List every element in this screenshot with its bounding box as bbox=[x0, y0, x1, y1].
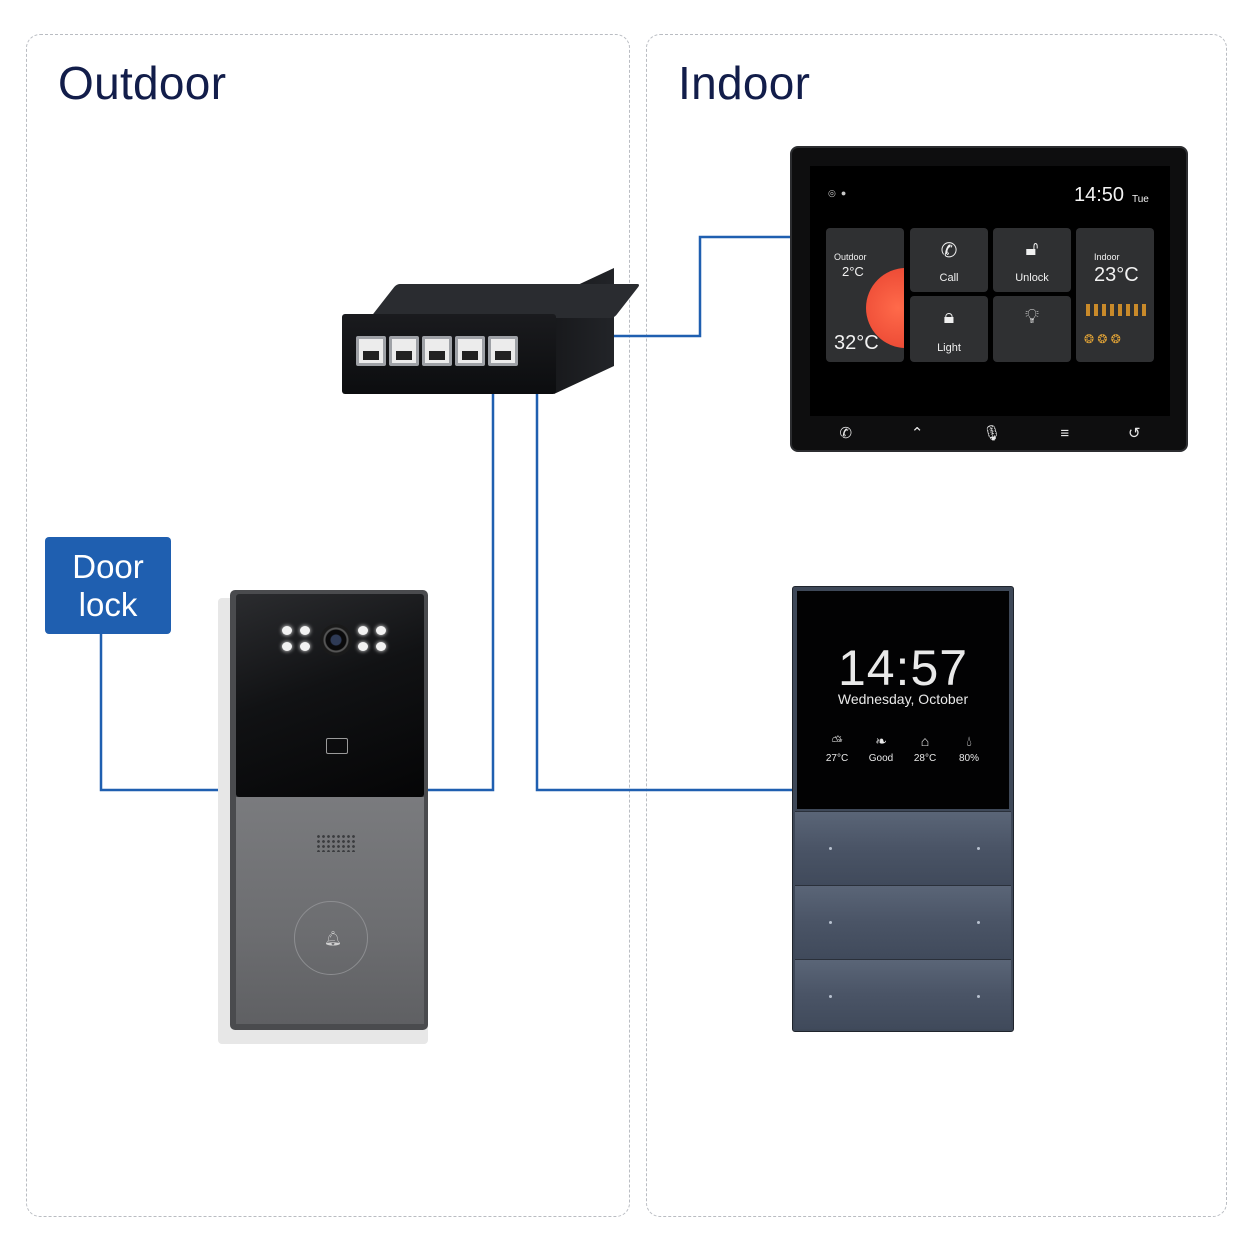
light-label: Light bbox=[937, 342, 961, 354]
unlock-tile[interactable]: 🔓︎ Unlock bbox=[993, 228, 1071, 292]
smart-panel: 14:57 Wednesday, October ⛅︎ 27°C ❧ Good … bbox=[792, 586, 1014, 1032]
bulb-tile[interactable]: 💡︎ bbox=[993, 296, 1071, 362]
back-icon[interactable]: ↺ bbox=[1127, 425, 1141, 442]
call-tile[interactable]: ✆ Call bbox=[910, 228, 988, 292]
double-chevron-up-icon[interactable]: ⌃ bbox=[910, 425, 924, 442]
home-icon: ⌂ bbox=[920, 733, 930, 749]
led-light bbox=[358, 642, 368, 651]
panel-date: Wednesday, October bbox=[837, 691, 969, 707]
led-light bbox=[282, 642, 292, 651]
key-dot bbox=[829, 921, 832, 924]
indoor-label: Indoor bbox=[1094, 252, 1120, 262]
panel-key-1[interactable] bbox=[795, 811, 1011, 885]
panel-key-2[interactable] bbox=[795, 885, 1011, 959]
door-station: 🔔︎ bbox=[230, 590, 428, 1030]
poe-switch bbox=[340, 268, 641, 396]
ethernet-port bbox=[488, 336, 518, 366]
led-light bbox=[300, 626, 310, 635]
key-dot bbox=[829, 847, 832, 850]
switch-front bbox=[342, 314, 556, 394]
wire-switch-to-door-station bbox=[428, 390, 495, 792]
outdoor-title: Outdoor bbox=[58, 57, 227, 109]
switch-top bbox=[370, 284, 641, 318]
panel-stat-home: ⌂ 28°C bbox=[905, 731, 945, 764]
indoor-title: Indoor bbox=[678, 57, 811, 109]
weather-tile[interactable]: Outdoor 2°C 32°C bbox=[826, 228, 904, 362]
ethernet-port bbox=[422, 336, 452, 366]
camera-lens bbox=[320, 624, 352, 656]
monitor-nav-bar: ✆ ⌃ 🎙︎ ≡ ↺ bbox=[810, 418, 1170, 448]
panel-stats: ⛅︎ 27°C ❧ Good ⌂ 28°C 💧︎ 80% bbox=[817, 731, 989, 764]
indoor-temp: 23°C bbox=[1094, 264, 1139, 286]
outdoor-zone bbox=[26, 34, 630, 1217]
wire-door-lock-to-station bbox=[99, 634, 230, 792]
lock-icon: 🔒︎ bbox=[943, 306, 955, 328]
humidity-icon: 💧︎ bbox=[966, 733, 972, 749]
leaf-icon: ❧ bbox=[875, 733, 887, 749]
key-dot bbox=[829, 995, 832, 998]
ethernet-port bbox=[389, 336, 419, 366]
key-dot bbox=[977, 995, 980, 998]
door-station-glass bbox=[236, 594, 424, 797]
indoor-monitor: ◎ ● 14:50 Tue Outdoor 2°C 32°C ✆ Call 🔓︎… bbox=[790, 146, 1188, 452]
indoor-tile[interactable]: Indoor 23°C ❂ ❂ ❂ bbox=[1076, 228, 1154, 362]
doorbell-button[interactable]: 🔔︎ bbox=[294, 901, 368, 975]
key-dot bbox=[977, 847, 980, 850]
key-dot bbox=[977, 921, 980, 924]
indoor-zone bbox=[646, 34, 1227, 1217]
led-light bbox=[358, 626, 368, 635]
panel-stat-air: ❧ Good bbox=[861, 731, 901, 764]
panel-key-3[interactable] bbox=[795, 959, 1011, 1029]
weather-high-temp: 32°C bbox=[834, 332, 879, 354]
phone-icon[interactable]: ✆ bbox=[839, 425, 853, 442]
led-light bbox=[282, 626, 292, 635]
door-station-body: 🔔︎ bbox=[236, 797, 424, 1024]
cloud-sun-icon: ⛅︎ bbox=[831, 733, 843, 749]
unlock-label: Unlock bbox=[1015, 272, 1049, 284]
lock-open-icon: 🔓︎ bbox=[1025, 238, 1039, 260]
ethernet-port bbox=[455, 336, 485, 366]
speaker-grille bbox=[316, 834, 356, 852]
ethernet-port bbox=[356, 336, 386, 366]
phone-ring-icon: ✆ bbox=[940, 240, 958, 262]
wire-switch-to-monitor bbox=[612, 235, 790, 338]
wire-switch-to-panel bbox=[535, 392, 793, 792]
monitor-time: 14:50 bbox=[1074, 184, 1125, 206]
mic-icon[interactable]: 🎙︎ bbox=[982, 425, 1002, 442]
led-light bbox=[376, 642, 386, 651]
panel-time: 14:57 bbox=[837, 640, 969, 696]
monitor-day: Tue bbox=[1132, 194, 1149, 205]
status-icons: ◎ ● bbox=[828, 188, 847, 198]
led-light bbox=[300, 642, 310, 651]
menu-icon[interactable]: ≡ bbox=[1060, 424, 1070, 442]
door-lock-label: Door lock bbox=[45, 537, 171, 634]
light-tile[interactable]: 🔒︎ Light bbox=[910, 296, 988, 362]
bulb-icon: 💡︎ bbox=[1025, 306, 1039, 328]
bell-icon: 🔔︎ bbox=[324, 930, 342, 946]
card-reader-icon bbox=[326, 738, 348, 754]
level-bars bbox=[1086, 304, 1146, 316]
weather-label: Outdoor bbox=[834, 252, 867, 262]
weather-low-temp: 2°C bbox=[842, 264, 864, 279]
panel-screen: 14:57 Wednesday, October ⛅︎ 27°C ❧ Good … bbox=[797, 591, 1009, 809]
panel-stat-weather: ⛅︎ 27°C bbox=[817, 731, 857, 764]
fan-bulb-icons: ❂ ❂ ❂ bbox=[1084, 332, 1121, 346]
panel-stat-humidity: 💧︎ 80% bbox=[949, 731, 989, 764]
led-light bbox=[376, 626, 386, 635]
call-label: Call bbox=[939, 272, 959, 284]
monitor-screen: ◎ ● 14:50 Tue Outdoor 2°C 32°C ✆ Call 🔓︎… bbox=[810, 166, 1170, 416]
